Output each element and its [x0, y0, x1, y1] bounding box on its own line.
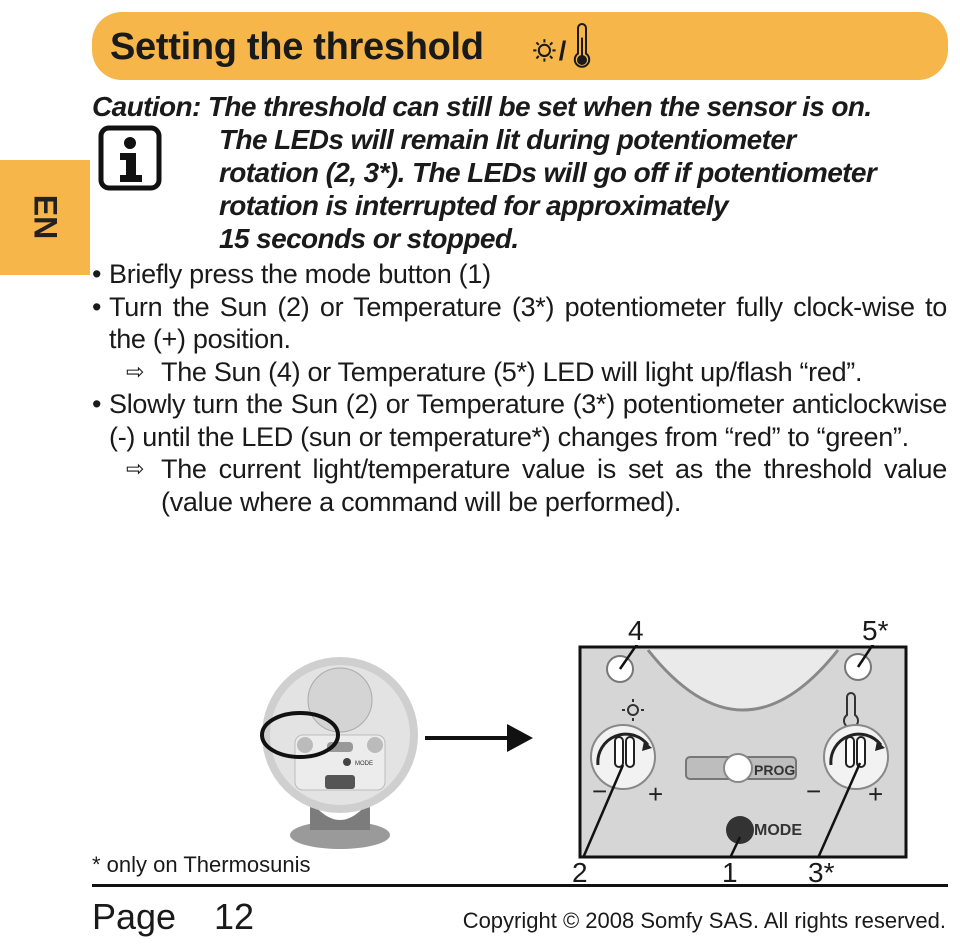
bullet-dot: •: [92, 291, 102, 322]
sun-potentiometer: [590, 724, 656, 790]
section-header: Setting the threshold /: [92, 12, 948, 80]
callout-1: 1: [722, 857, 738, 888]
temperature-potentiometer: [823, 724, 889, 790]
copyright-text: Copyright © 2008 Somfy SAS. All rights r…: [462, 908, 946, 933]
sensor-photo: MODE: [260, 657, 418, 849]
caution-line: The LEDs will remain lit during potentio…: [219, 124, 796, 155]
step-result: ⇨ The Sun (4) or Temperature (5*) LED wi…: [92, 356, 947, 389]
mode-label: MODE: [754, 822, 802, 839]
step-result: ⇨ The current light/temperature value is…: [92, 453, 947, 518]
bullet-dot: •: [92, 259, 102, 289]
sun-icon: [533, 39, 556, 62]
sun-plus-label: +: [648, 779, 663, 809]
language-tab: EN: [0, 160, 90, 275]
control-panel-detail: − + − + PROG MODE: [578, 645, 908, 859]
info-icon: [98, 125, 162, 191]
callout-3: 3*: [808, 857, 835, 888]
step-text: Briefly press the mode button (1): [109, 259, 491, 289]
step-item: • Slowly turn the Sun (2) or Temperature…: [92, 388, 947, 453]
prog-label: PROG: [754, 762, 795, 778]
temp-plus-label: +: [868, 779, 883, 809]
pointer-arrow-icon: [425, 724, 533, 752]
panel-thermometer-icon: [843, 692, 859, 729]
result-text: The Sun (4) or Temperature (5*) LED will…: [161, 356, 863, 387]
header-slash: /: [559, 35, 567, 66]
header-icon-group: /: [533, 23, 591, 68]
highlight-ellipse: [260, 711, 340, 759]
callout-4: 4: [628, 615, 644, 646]
result-text: The current light/temperature value is s…: [161, 454, 947, 517]
step-item: • Briefly press the mode button (1): [92, 258, 947, 291]
caution-line: rotation (2, 3*). The LEDs will go off i…: [219, 157, 877, 188]
thermometer-icon: [573, 23, 591, 68]
caution-line: rotation is interrupted for approximatel…: [219, 190, 729, 221]
mode-button: [726, 816, 754, 844]
caution-line: 15 seconds or stopped.: [219, 223, 519, 254]
result-arrow-icon: ⇨: [126, 456, 145, 481]
callout-2: 2: [572, 857, 588, 888]
caution-line: Caution: The threshold can still be set …: [92, 91, 872, 122]
prog-slider: PROG: [685, 753, 797, 783]
section-title: Setting the threshold: [110, 26, 484, 68]
photo-mode-label: MODE: [355, 761, 373, 767]
temp-minus-label: −: [806, 776, 821, 806]
step-text: Slowly turn the Sun (2) or Temperature (…: [109, 389, 947, 452]
language-label: EN: [27, 194, 64, 240]
page-number: 12: [214, 896, 255, 937]
footnote: * only on Thermosunis: [92, 852, 311, 877]
sun-minus-label: −: [592, 776, 607, 806]
step-text: Turn the Sun (2) or Temperature (3*) pot…: [109, 291, 947, 355]
callout-5: 5*: [862, 615, 889, 646]
caution-block: Caution: The threshold can still be set …: [92, 90, 952, 255]
page-label: Page: [92, 896, 177, 937]
footer-divider: [92, 884, 948, 887]
bullet-dot: •: [92, 389, 102, 419]
result-arrow-icon: ⇨: [126, 358, 145, 384]
step-item: • Turn the Sun (2) or Temperature (3*) p…: [92, 291, 947, 356]
panel-sun-icon: [622, 699, 644, 721]
instruction-steps: • Briefly press the mode button (1) • Tu…: [92, 258, 947, 518]
